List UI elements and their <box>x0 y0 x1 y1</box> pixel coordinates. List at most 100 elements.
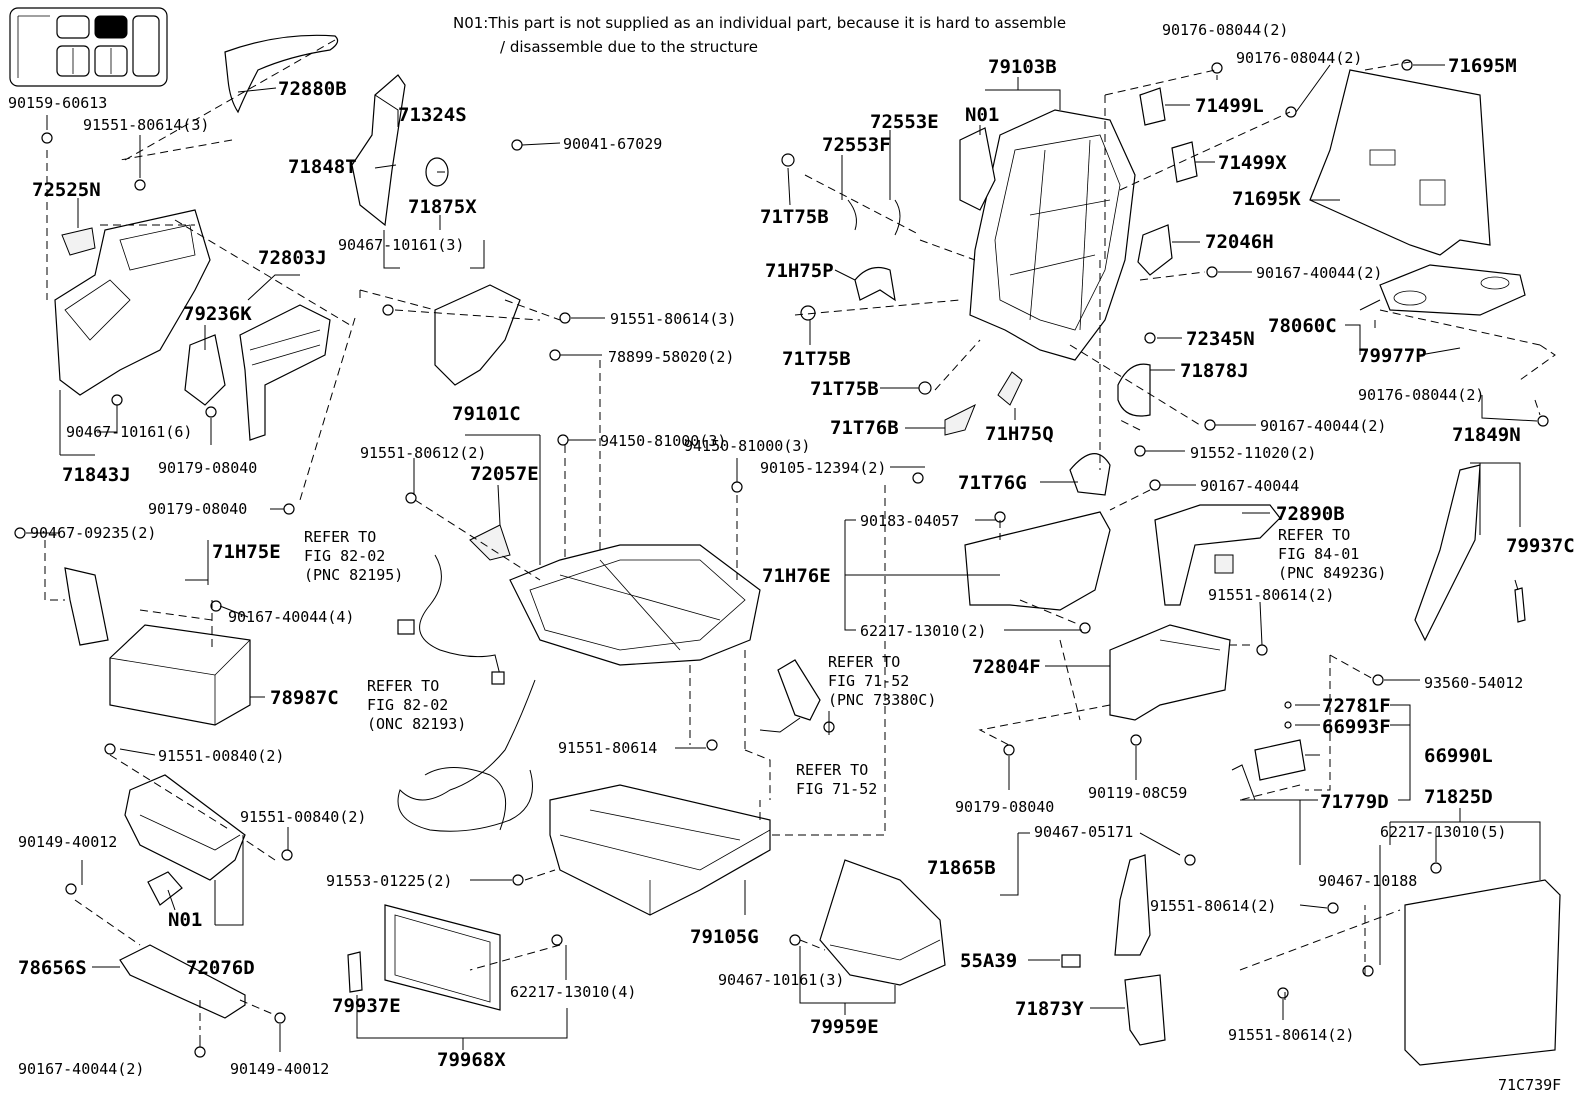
callout-79101C: 79101C <box>452 403 521 425</box>
callout-79103B: 79103B <box>988 56 1057 78</box>
callout-72046H: 72046H <box>1205 231 1274 253</box>
callout-94150-81000-3b: 94150-81000(3) <box>684 437 810 455</box>
callout-78060C: 78060C <box>1268 315 1337 337</box>
part-72553E <box>894 199 901 236</box>
ref-82193-line1: REFER TO <box>367 677 439 695</box>
dashed-lines <box>44 39 1556 1030</box>
callout-93560-54012: 93560-54012 <box>1424 674 1523 692</box>
callout-62217-13010-4: 62217-13010(4) <box>510 983 636 1001</box>
ref-71-52-line2: FIG 71-52 <box>796 780 877 798</box>
part-71H75Q <box>997 371 1023 406</box>
seat-position-thumbnail <box>9 7 168 87</box>
part-79236K <box>184 334 226 406</box>
part-79959E <box>819 859 946 986</box>
callout-72345N: 72345N <box>1186 328 1255 350</box>
callout-90167-40044-4: 90167-40044(4) <box>228 608 354 626</box>
ref-82195-line2: FIG 82-02 <box>304 547 385 565</box>
callout-90176-08044-2a: 90176-08044(2) <box>1162 21 1288 39</box>
fasteners <box>14 59 1549 1058</box>
part-71849N <box>1414 464 1481 642</box>
callout-90467-10161-3b: 90467-10161(3) <box>718 971 844 989</box>
callout-N01-b: N01 <box>168 909 202 931</box>
callouts: 72880B 90159-60613 91551-80614(3) 71324S… <box>8 21 1575 1094</box>
callout-90467-05171: 90467-05171 <box>1034 823 1133 841</box>
part-71779D <box>1231 764 1256 801</box>
part-79101C <box>509 544 761 666</box>
callout-90467-10161-6: 90467-10161(6) <box>66 423 192 441</box>
ref-82193-line2: FIG 82-02 <box>367 696 448 714</box>
callout-90167-40044-2b: 90167-40044(2) <box>1256 264 1382 282</box>
part-N01-motor <box>959 127 996 211</box>
callout-66993F: 66993F <box>1322 716 1391 738</box>
callout-91552-11020-2: 91552-11020(2) <box>1190 444 1316 462</box>
callout-79937C: 79937C <box>1506 535 1575 557</box>
part-72880B <box>224 34 339 114</box>
callout-91551-00840-2a: 91551-00840(2) <box>158 747 284 765</box>
callout-71T75B-b: 71T75B <box>782 348 851 370</box>
callout-90167-40044-2a: 90167-40044(2) <box>18 1060 144 1078</box>
ref-82193-line3: (ONC 82193) <box>367 715 466 733</box>
part-71878J <box>1117 363 1151 417</box>
part-shapes <box>14 34 1561 1066</box>
callout-71H75P: 71H75P <box>765 260 834 282</box>
callout-71779D: 71779D <box>1320 791 1389 813</box>
part-71875X <box>434 284 521 386</box>
callout-90176-08044-2c: 90176-08044(2) <box>1358 386 1484 404</box>
part-55A39 <box>1061 954 1081 968</box>
callout-62217-13010-2: 62217-13010(2) <box>860 622 986 640</box>
callout-90119-08C59: 90119-08C59 <box>1088 784 1187 802</box>
part-72525N <box>61 227 96 256</box>
part-72076D <box>124 774 246 881</box>
callout-91551-80614a: 91551-80614 <box>558 739 657 757</box>
part-72890B <box>1154 504 1281 606</box>
callout-71H76E: 71H76E <box>762 565 831 587</box>
callout-71T75B-c: 71T75B <box>810 378 879 400</box>
callout-91551-00840-2b: 91551-00840(2) <box>240 808 366 826</box>
callout-72553E: 72553E <box>870 111 939 133</box>
callout-90179-08040c: 90179-08040 <box>955 798 1054 816</box>
callout-90467-10161-3a: 90467-10161(3) <box>338 236 464 254</box>
callout-71324S: 71324S <box>398 104 467 126</box>
ref-73380C-line3: (PNC 73380C) <box>828 691 936 709</box>
part-79103B <box>969 109 1136 361</box>
callout-94150-81000-3a: 94150-81000(3) <box>600 432 726 450</box>
callout-72880B: 72880B <box>278 78 347 100</box>
callout-71T76B: 71T76B <box>830 417 899 439</box>
callout-90041-67029: 90041-67029 <box>563 135 662 153</box>
callout-91551-80614-3a: 91551-80614(3) <box>83 116 209 134</box>
part-79968X <box>384 904 501 1011</box>
callout-72057E: 72057E <box>470 463 539 485</box>
callout-71499L: 71499L <box>1195 95 1264 117</box>
callout-72525N: 72525N <box>32 179 101 201</box>
part-71873Y <box>1124 974 1166 1046</box>
callout-91553-01225-2: 91553-01225(2) <box>326 872 452 890</box>
ref-84923G-line3: (PNC 84923G) <box>1278 564 1386 582</box>
callout-79977P: 79977P <box>1358 345 1427 367</box>
part-71848T <box>351 74 406 227</box>
callout-71873Y: 71873Y <box>1015 998 1084 1020</box>
callout-90183-04057: 90183-04057 <box>860 512 959 530</box>
part-79937C <box>1514 587 1526 623</box>
callout-71T75B-a: 71T75B <box>760 206 829 228</box>
callout-72076D: 72076D <box>186 957 255 979</box>
note-line-1: N01:This part is not supplied as an indi… <box>453 14 1066 32</box>
callout-78656S: 78656S <box>18 957 87 979</box>
part-72057E <box>469 524 511 561</box>
callout-71848T: 71848T <box>288 156 357 178</box>
part-72553F <box>847 199 857 231</box>
ref-71-52-line1: REFER TO <box>796 761 868 779</box>
callout-91551-80614-3b: 91551-80614(3) <box>610 310 736 328</box>
callout-78987C: 78987C <box>270 687 339 709</box>
part-72046H <box>1137 224 1173 276</box>
callout-90179-08040a: 90179-08040 <box>158 459 257 477</box>
callout-79105G: 79105G <box>690 926 759 948</box>
callout-90167-40044-2c: 90167-40044(2) <box>1260 417 1386 435</box>
ref-84923G-line1: REFER TO <box>1278 526 1350 544</box>
callout-90179-08040b: 90179-08040 <box>148 500 247 518</box>
callout-91551-80614-2c: 91551-80614(2) <box>1228 1026 1354 1044</box>
callout-79968X: 79968X <box>437 1049 506 1071</box>
callout-71499X: 71499X <box>1218 152 1287 174</box>
callout-72890B: 72890B <box>1276 503 1345 525</box>
ref-82195-line1: REFER TO <box>304 528 376 546</box>
